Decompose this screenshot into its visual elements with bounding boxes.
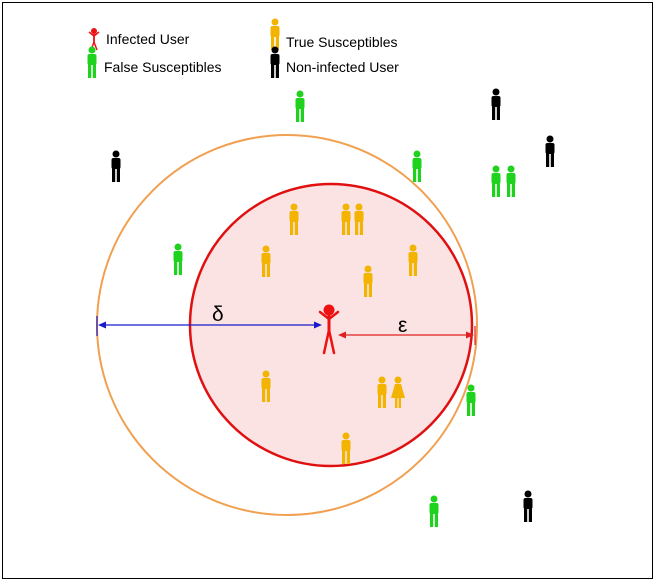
non-infected-user-icon bbox=[523, 490, 533, 522]
legend-non-infected-label: Non-infected User bbox=[286, 59, 399, 75]
delta-label: δ bbox=[212, 303, 224, 326]
false-susceptible-icon bbox=[295, 90, 305, 122]
false-susceptible-icon bbox=[429, 495, 439, 527]
legend-non-infected-icon bbox=[270, 46, 280, 78]
infected-user-icon bbox=[318, 304, 340, 355]
epsilon-arrow bbox=[338, 326, 476, 345]
legend: Infected User True Susceptibles False Su… bbox=[87, 18, 399, 78]
delta-arrow bbox=[96, 316, 322, 336]
legend-infected-icon bbox=[88, 28, 100, 51]
non-infected-user-icon bbox=[491, 88, 501, 120]
legend-false-susceptible-icon bbox=[87, 46, 97, 78]
legend-true-susceptible-icon bbox=[270, 18, 280, 50]
non-infected-user-icon bbox=[111, 150, 121, 182]
false-susceptible-icon bbox=[491, 165, 501, 197]
non-infected-user-icon bbox=[545, 135, 555, 167]
legend-false-susceptible-label: False Susceptibles bbox=[104, 59, 222, 75]
epsilon-label: ε bbox=[398, 314, 407, 337]
false-susceptible-icon bbox=[412, 150, 422, 182]
legend-true-susceptible-label: True Susceptibles bbox=[286, 34, 398, 50]
legend-infected-label: Infected User bbox=[106, 31, 190, 47]
false-susceptible-icon bbox=[466, 384, 476, 416]
false-susceptible-icon bbox=[506, 165, 516, 197]
false-susceptible-icon bbox=[173, 243, 183, 275]
